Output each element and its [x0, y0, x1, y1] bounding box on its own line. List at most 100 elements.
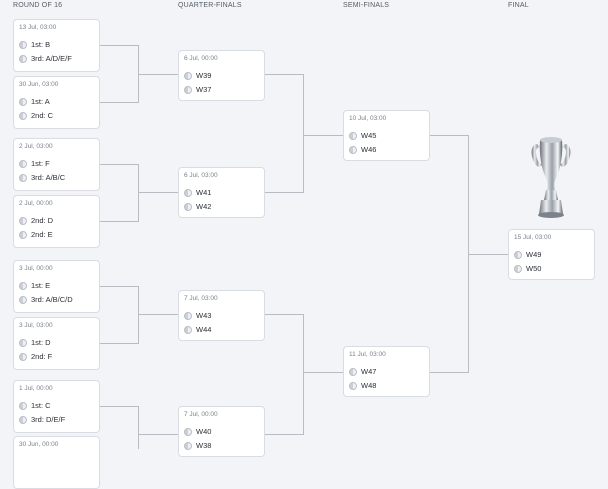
connector-line — [265, 434, 303, 435]
match-card-r16-6[interactable]: 3 Jul, 03:00 1st: D 2nd: F — [13, 317, 100, 370]
connector-line — [265, 192, 303, 193]
match-card-qf-1[interactable]: 6 Jul, 00:00 W39 W37 — [178, 50, 265, 101]
team-name: W39 — [196, 71, 212, 80]
match-card-sf-1[interactable]: 10 Jul, 03:00 W45 W46 — [343, 110, 430, 161]
flag-icon — [184, 71, 192, 80]
connector-line — [430, 135, 468, 136]
team-row: 3rd: A/B/C/D — [19, 294, 73, 305]
team-name: 3rd: A/B/C/D — [31, 295, 73, 304]
flag-icon — [19, 230, 27, 239]
team-name: 3rd: A/B/C — [31, 173, 66, 182]
stage-label-semi-finals: SEMI-FINALS — [343, 2, 390, 9]
team-name: 1st: E — [31, 281, 51, 290]
flag-icon — [184, 441, 192, 450]
team-name: 2nd: F — [31, 352, 53, 361]
match-card-qf-4[interactable]: 7 Jul, 00:00 W40 W38 — [178, 406, 265, 457]
team-row: 1st: E — [19, 280, 50, 291]
team-row: W40 — [184, 426, 211, 437]
connector-line — [303, 74, 304, 193]
match-date: 6 Jul, 00:00 — [184, 55, 218, 62]
team-name: W49 — [526, 250, 542, 259]
flag-icon — [19, 401, 27, 410]
team-name: W40 — [196, 427, 212, 436]
match-date: 10 Jul, 03:00 — [349, 115, 387, 122]
team-row: W50 — [514, 263, 541, 274]
team-name: 1st: A — [31, 97, 50, 106]
flag-icon — [514, 250, 522, 259]
team-row: W48 — [349, 380, 376, 391]
match-date: 7 Jul, 03:00 — [184, 295, 218, 302]
team-row: 1st: D — [19, 337, 51, 348]
match-card-qf-2[interactable]: 6 Jul, 03:00 W41 W42 — [178, 167, 265, 218]
flag-icon — [19, 40, 27, 49]
team-name: W47 — [361, 367, 377, 376]
team-name: 2nd: C — [31, 111, 54, 120]
connector-line — [303, 314, 304, 435]
flag-icon — [184, 202, 192, 211]
match-card-r16-3[interactable]: 2 Jul, 03:00 1st: F 3rd: A/B/C — [13, 138, 100, 191]
match-date: 3 Jul, 03:00 — [19, 322, 53, 329]
match-card-r16-7[interactable]: 1 Jul, 00:00 1st: C 3rd: D/E/F — [13, 380, 100, 433]
team-name: 1st: F — [31, 159, 50, 168]
flag-icon — [184, 311, 192, 320]
match-card-r16-5[interactable]: 3 Jul, 00:00 1st: E 3rd: A/B/C/D — [13, 260, 100, 313]
connector-line — [468, 254, 509, 255]
connector-line — [100, 45, 138, 46]
match-card-r16-2[interactable]: 30 Jun, 03:00 1st: A 2nd: C — [13, 76, 100, 129]
flag-icon — [19, 415, 27, 424]
team-name: W38 — [196, 441, 212, 450]
connector-line — [303, 372, 344, 373]
team-row: W45 — [349, 130, 376, 141]
connector-line — [100, 221, 138, 222]
connector-line — [100, 164, 138, 165]
team-row: 2nd: F — [19, 351, 52, 362]
flag-icon — [19, 54, 27, 63]
team-name: W42 — [196, 202, 212, 211]
team-row: 3rd: A/B/C — [19, 172, 65, 183]
team-row: W49 — [514, 249, 541, 260]
flag-icon — [184, 325, 192, 334]
team-name: 2nd: D — [31, 216, 54, 225]
team-row: 1st: B — [19, 39, 50, 50]
team-row: 1st: F — [19, 158, 50, 169]
match-date: 15 Jul, 03:00 — [514, 234, 552, 241]
team-row: W42 — [184, 201, 211, 212]
flag-icon — [19, 97, 27, 106]
connector-line — [430, 372, 468, 373]
team-row: W37 — [184, 84, 211, 95]
match-date: 2 Jul, 03:00 — [19, 143, 53, 150]
connector-line — [138, 192, 179, 193]
team-row: 1st: C — [19, 400, 51, 411]
match-card-r16-1[interactable]: 13 Jul, 03:00 1st: B 3rd: A/D/E/F — [13, 19, 100, 72]
team-row: W44 — [184, 324, 211, 335]
team-row: 2nd: D — [19, 215, 53, 226]
flag-icon — [184, 427, 192, 436]
stage-label-round-of-16: ROUND OF 16 — [13, 2, 63, 9]
flag-icon — [19, 295, 27, 304]
team-row: W46 — [349, 144, 376, 155]
stage-label-final: FINAL — [508, 2, 529, 9]
connector-line — [100, 286, 138, 287]
team-row: 3rd: D/E/F — [19, 414, 65, 425]
match-date: 7 Jul, 00:00 — [184, 411, 218, 418]
stage-label-quarter-finals: QUARTER-FINALS — [178, 2, 242, 9]
team-name: W50 — [526, 264, 542, 273]
match-card-qf-3[interactable]: 7 Jul, 03:00 W43 W44 — [178, 290, 265, 341]
connector-line — [138, 434, 179, 435]
flag-icon — [19, 216, 27, 225]
match-card-r16-4[interactable]: 2 Jul, 00:00 2nd: D 2nd: E — [13, 195, 100, 248]
connector-line — [138, 74, 179, 75]
match-card-r16-8[interactable]: 30 Jun, 00:00 — [13, 436, 100, 489]
flag-icon — [349, 145, 357, 154]
connector-line — [100, 102, 138, 103]
match-card-sf-2[interactable]: 11 Jul, 03:00 W47 W48 — [343, 346, 430, 397]
flag-icon — [349, 367, 357, 376]
match-date: 30 Jun, 03:00 — [19, 81, 59, 88]
match-card-final[interactable]: 15 Jul, 03:00 W49 W50 — [508, 229, 595, 280]
flag-icon — [19, 173, 27, 182]
connector-line — [138, 406, 139, 449]
connector-line — [100, 343, 138, 344]
flag-icon — [349, 381, 357, 390]
team-name: W41 — [196, 188, 212, 197]
match-date: 30 Jun, 00:00 — [19, 441, 59, 448]
